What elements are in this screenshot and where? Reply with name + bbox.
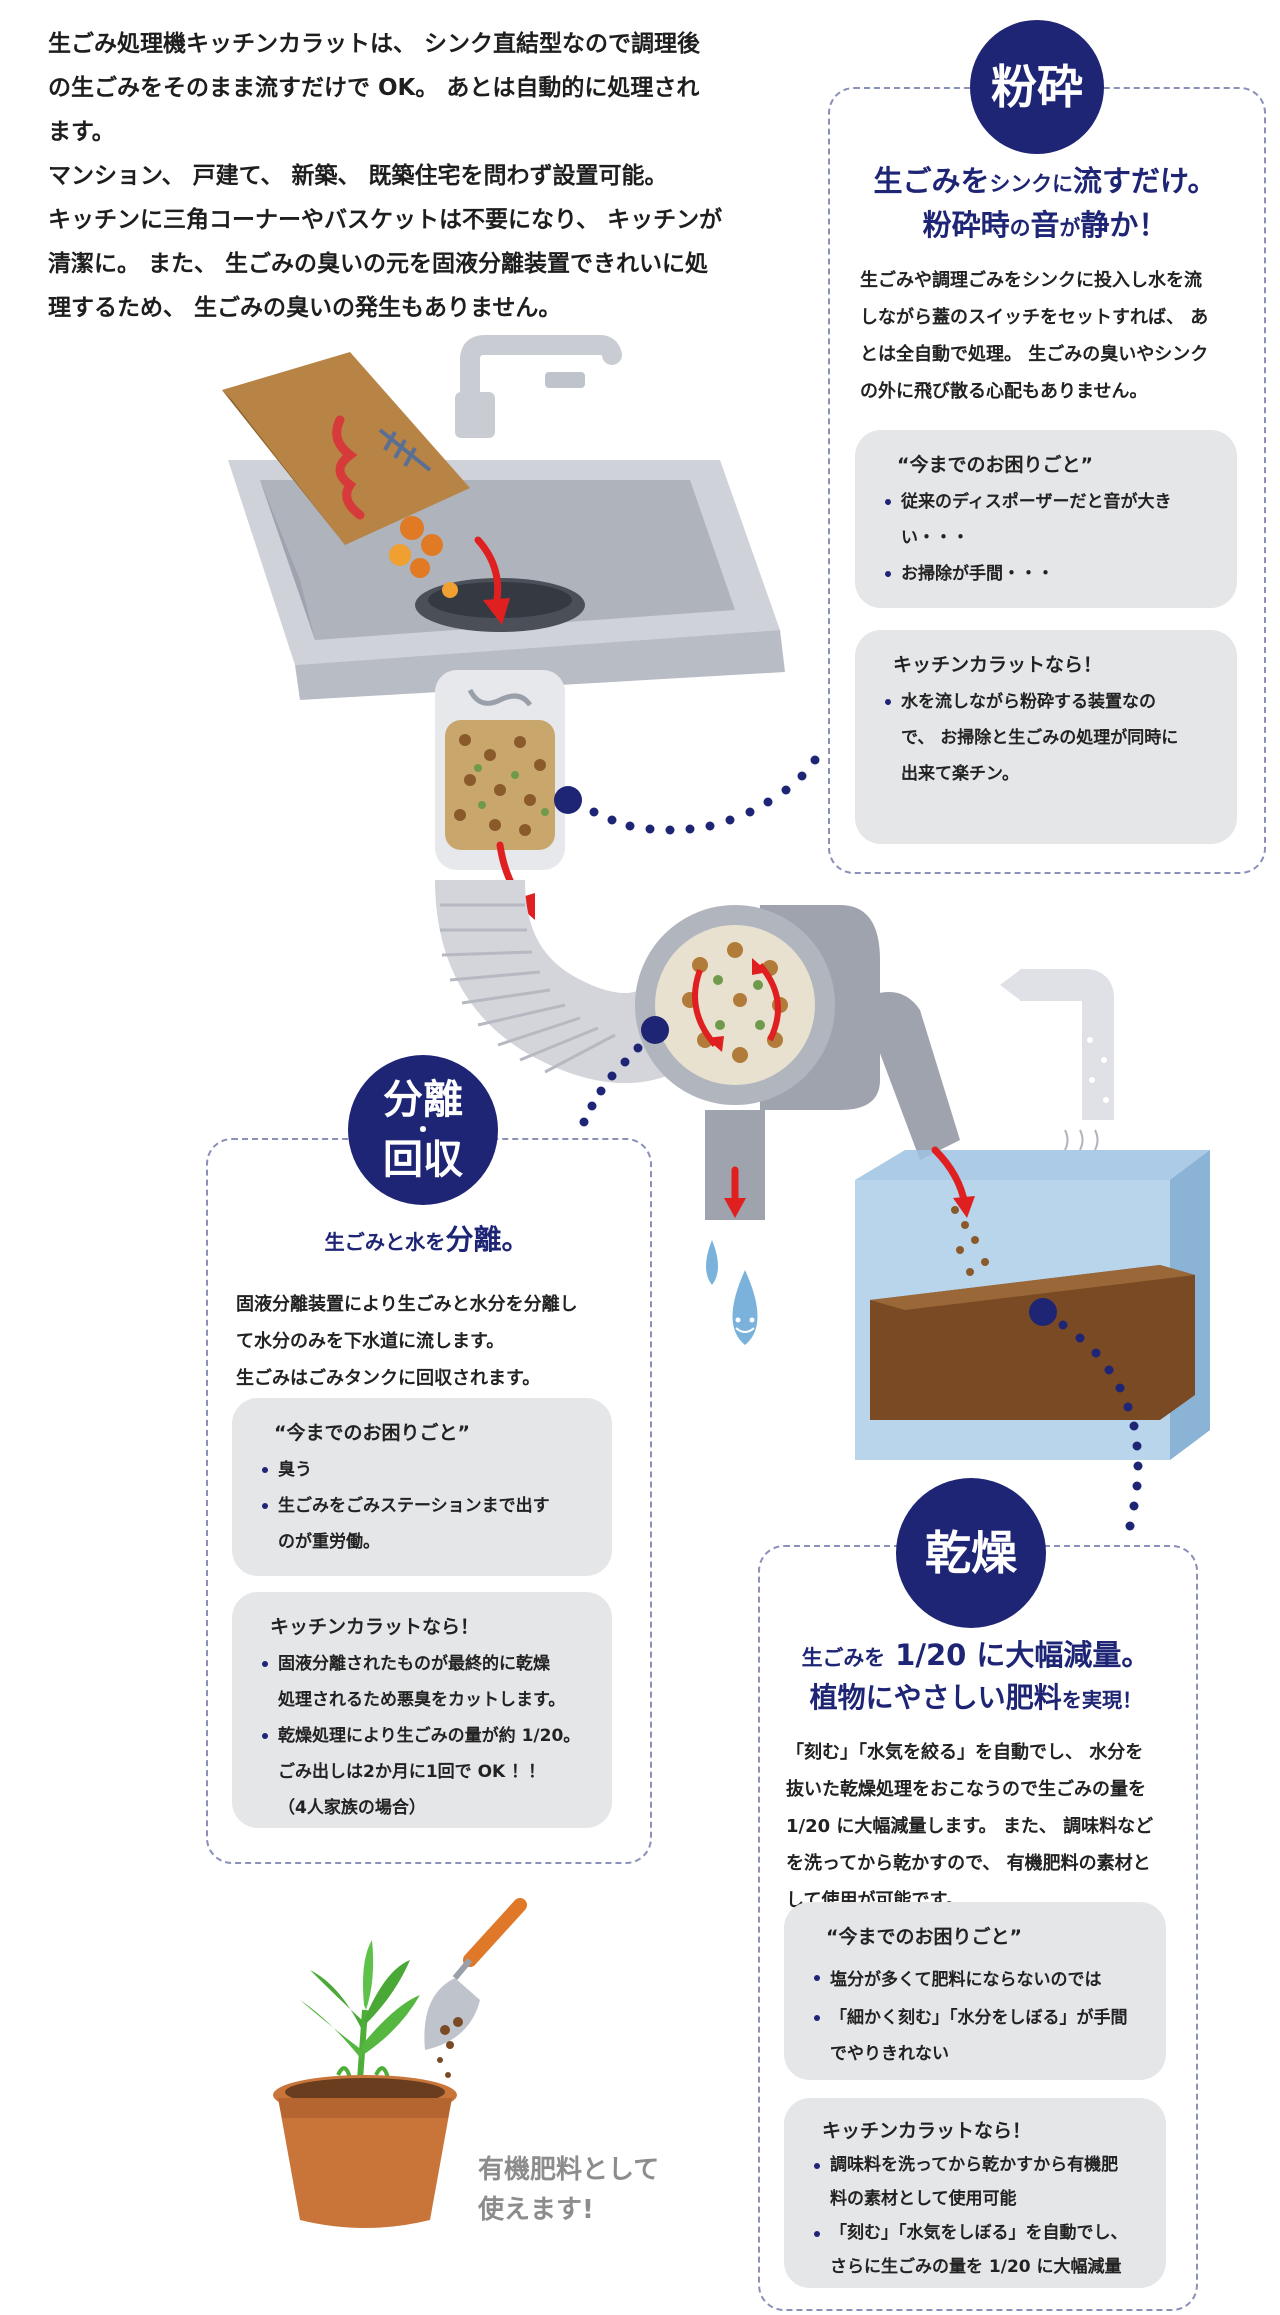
hose-icon [435, 878, 681, 1083]
dry-trouble-box: “今までのお困りごと” 塩分が多くて肥料にならないのでは 「細かく刻む」「水分を… [784, 1902, 1166, 2080]
intro-line: の生ごみをそのまま流すだけで OK。 あとは自動的に処理され [48, 75, 700, 101]
dry-solution-box: キッチンカラットなら！ 調味料を洗ってから乾かすから有機肥 料の素材として使用可… [784, 2098, 1166, 2288]
solution-title: キッチンカラットなら！ [270, 1616, 480, 1638]
list-item: 乾燥処理により生ごみの量が約 1/20。 ごみ出しは2か月に1回で OK ！！ … [262, 1718, 580, 1826]
crush-badge-label: 粉砕 [991, 59, 1083, 114]
crush-solution-box: キッチンカラットなら！ 水を流しながら粉砕する装置なの で、 お掃除と生ごみの処… [855, 630, 1237, 844]
crush-badge: 粉砕 [970, 20, 1104, 154]
intro-line: キッチンに三角コーナーやバスケットは不要になり、 キッチンが [48, 207, 723, 233]
solution-title: キッチンカラットなら！ [893, 654, 1103, 676]
intro-line: 理するため、 生ごみの臭いの発生もありません。 [48, 295, 562, 321]
dry-headline-2: 植物にやさしい肥料を実現！ [809, 1681, 1143, 1714]
separate-body: 固液分離装置により生ごみと水分を分離し て水分のみを下水道に流します。 生ごみは… [236, 1294, 578, 1389]
list-item: 生ごみをごみステーションまで出す のが重労働。 [262, 1488, 550, 1560]
separate-badge-dot: ・ [411, 1116, 435, 1144]
list-item: お掃除が手間・・・ [885, 556, 1171, 592]
list-item: 塩分が多くて肥料にならないのでは [814, 1960, 1128, 2000]
dry-headline-1: 生ごみを 1/20 に大幅減量。 [801, 1638, 1151, 1672]
faucet-icon [455, 335, 622, 438]
separate-trouble-box: “今までのお困りごと” 臭う 生ごみをごみステーションまで出す のが重労働。 [232, 1398, 612, 1576]
separate-badge: 分離 ・ 回収 [348, 1055, 498, 1205]
crush-trouble-box: “今までのお困りごと” 従来のディスポーザーだと音が大き い・・・ お掃除が手間… [855, 430, 1237, 608]
dry-badge: 乾燥 [896, 1478, 1046, 1628]
separator-drum-icon [635, 905, 960, 1220]
intro-paragraph: 生ごみ処理機キッチンカラットは、 シンク直結型なので調理後 の生ごみをそのまま流… [48, 22, 788, 330]
trowel-icon [424, 1898, 527, 2078]
trouble-title: “今までのお困りごと” [826, 1926, 1022, 1948]
crush-headline-2: 粉砕時の音が静か！ [922, 208, 1168, 242]
drying-tank-icon [855, 1150, 1210, 1460]
list-item: 「刻む」「水気をしぼる」を自動でし、 さらに生ごみの量を 1/20 に大幅減量 [814, 2216, 1128, 2284]
intro-line: 清潔に。 また、 生ごみの臭いの元を固液分離装置できれいに処 [48, 251, 709, 277]
intro-line: ます。 [48, 119, 115, 145]
separate-headline: 生ごみと水を分離。 [324, 1223, 530, 1256]
solution-list: 固液分離されたものが最終的に乾燥 処理されるため悪臭をカットします。 乾燥処理に… [262, 1646, 580, 1826]
separate-solution-box: キッチンカラットなら！ 固液分離されたものが最終的に乾燥 処理されるため悪臭をカ… [232, 1592, 612, 1828]
fertilizer-caption: 有機肥料として 使えます! [478, 2155, 660, 2225]
dry-badge-label: 乾燥 [925, 1525, 1017, 1580]
solution-list: 調味料を洗ってから乾かすから有機肥 料の素材として使用可能 「刻む」「水気をしぼ… [814, 2148, 1128, 2284]
separate-badge-label-1: 分離 [383, 1077, 463, 1123]
trouble-title: “今までのお困りごと” [274, 1422, 470, 1444]
list-item: 調味料を洗ってから乾かすから有機肥 料の素材として使用可能 [814, 2148, 1128, 2216]
separate-badge-label-2: 回収 [383, 1137, 463, 1183]
list-item: 臭う [262, 1452, 550, 1488]
solution-title: キッチンカラットなら！ [822, 2120, 1032, 2142]
crusher-canister-icon [435, 670, 565, 870]
intro-line: マンション、 戸建て、 新築、 既築住宅を問わず設置可能。 [48, 163, 668, 189]
water-drop-icon [706, 1240, 758, 1345]
arrowhead-icon [483, 598, 510, 625]
steam-pipe-icon [1000, 969, 1114, 1151]
list-item: 固液分離されたものが最終的に乾燥 処理されるため悪臭をカットします。 [262, 1646, 580, 1718]
list-item: 従来のディスポーザーだと音が大き い・・・ [885, 484, 1171, 556]
list-item: 「細かく刻む」「水分をしぼる」が手間 でやりきれない [814, 2000, 1128, 2072]
trouble-list: 臭う 生ごみをごみステーションまで出す のが重労働。 [262, 1452, 550, 1560]
connector-dots [554, 755, 1143, 1531]
potted-plant-icon [273, 1940, 457, 2228]
cutting-board-icon [222, 352, 470, 598]
intro-line: 生ごみ処理機キッチンカラットは、 シンク直結型なので調理後 [48, 31, 701, 57]
crush-headline-1: 生ごみをシンクに流すだけ。 [873, 164, 1217, 198]
dry-body: 「刻む」「水気を絞る」を自動でし、 水分を 抜いた乾燥処理をおこなうので生ごみの… [786, 1742, 1154, 1911]
solution-list: 水を流しながら粉砕する装置なの で、 お掃除と生ごみの処理が同時に 出来て楽チン… [885, 684, 1178, 792]
trouble-list: 従来のディスポーザーだと音が大き い・・・ お掃除が手間・・・ [885, 484, 1171, 592]
list-item: 水を流しながら粉砕する装置なの で、 お掃除と生ごみの処理が同時に 出来て楽チン… [885, 684, 1178, 792]
trouble-list: 塩分が多くて肥料にならないのでは 「細かく刻む」「水分をしぼる」が手間 でやりき… [814, 1960, 1128, 2072]
trouble-title: “今までのお困りごと” [897, 454, 1093, 476]
crush-body: 生ごみや調理ごみをシンクに投入し水を流 しながら蓋のスイッチをセットすれば、 あ… [860, 270, 1209, 402]
